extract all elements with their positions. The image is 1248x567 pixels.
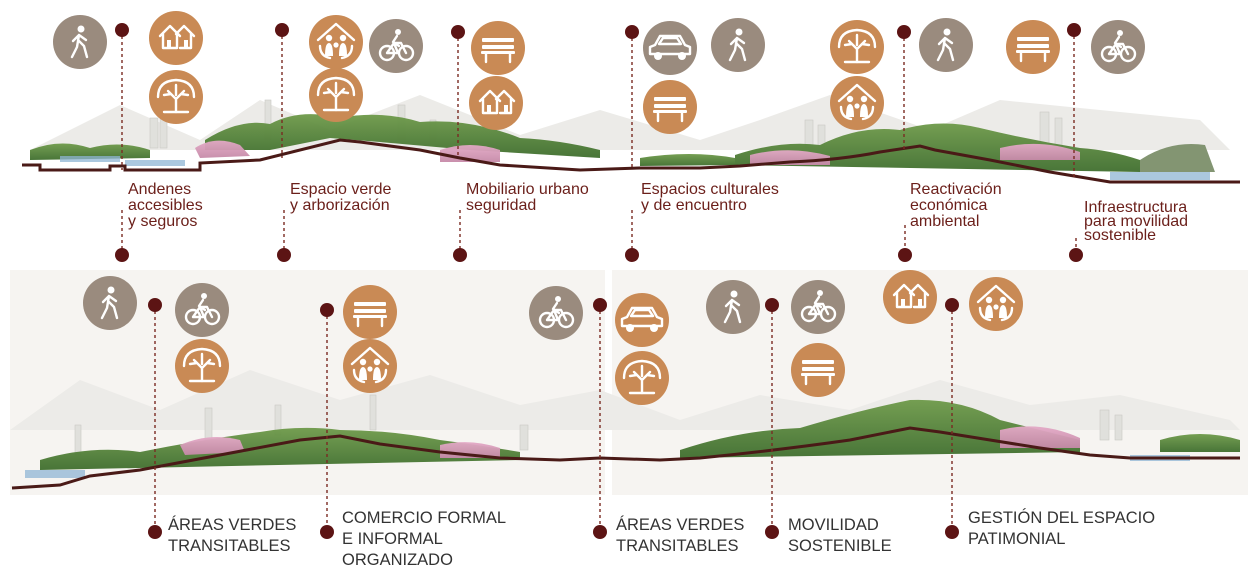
pin-marker xyxy=(275,23,289,37)
pin-marker xyxy=(897,25,911,39)
tree-icon xyxy=(149,70,203,124)
cyclist-icon xyxy=(1091,20,1145,74)
family-care-icon xyxy=(343,339,397,393)
label-gestion: GESTIÓN DEL ESPACIO PATIMONIAL xyxy=(968,508,1160,548)
car-icon xyxy=(643,21,697,75)
community-housing-icon xyxy=(469,76,523,130)
tree-icon xyxy=(309,68,363,122)
pedestrian-icon xyxy=(919,18,973,72)
label-mobiliario: Mobiliario urbano seguridad xyxy=(466,181,593,214)
tree-icon xyxy=(615,351,669,405)
pin-marker xyxy=(115,23,129,37)
tree-icon xyxy=(175,339,229,393)
pedestrian-icon xyxy=(53,15,107,69)
bench-icon xyxy=(791,343,845,397)
family-care-icon xyxy=(830,76,884,130)
cyclist-icon xyxy=(529,286,583,340)
label-areas-verdes-2: ÁREAS VERDES TRANSITABLES xyxy=(616,515,749,555)
tree-icon xyxy=(830,20,884,74)
amenity-icons xyxy=(53,11,1145,405)
label-comercio: COMERCIO FORMAL E INFORMAL ORGANIZADO xyxy=(342,509,510,567)
pedestrian-icon xyxy=(711,18,765,72)
top-upper-pins xyxy=(115,23,1081,180)
car-icon xyxy=(615,293,669,347)
bottom-labels: ÁREAS VERDES TRANSITABLES COMERCIO FORMA… xyxy=(168,508,1160,567)
community-housing-icon xyxy=(883,270,937,324)
pin-marker xyxy=(625,25,639,39)
label-andenes: Andenes accesibles y seguros xyxy=(128,181,207,230)
pedestrian-icon xyxy=(706,280,760,334)
bench-icon xyxy=(471,21,525,75)
bottom-pins xyxy=(148,298,959,539)
pedestrian-icon xyxy=(83,276,137,330)
label-areas-verdes-1: ÁREAS VERDES TRANSITABLES xyxy=(168,515,301,555)
top-section-panel xyxy=(22,95,1240,184)
label-movilidad: MOVILIDAD SOSTENIBLE xyxy=(788,516,892,555)
pin-marker xyxy=(451,25,465,39)
label-espacio-verde: Espacio verde y arborización xyxy=(290,181,396,214)
label-espacios-culturales: Espacios culturales y de encuentro xyxy=(641,181,783,214)
cyclist-icon xyxy=(791,280,845,334)
family-care-icon xyxy=(309,15,363,69)
community-housing-icon xyxy=(149,11,203,65)
bench-icon xyxy=(1006,20,1060,74)
label-reactivacion: Reactivación económica ambiental xyxy=(910,181,1006,230)
cyclist-icon xyxy=(369,19,423,73)
pin-marker xyxy=(1067,23,1081,37)
top-labels: Andenes accesibles y seguros Espacio ver… xyxy=(128,181,1193,244)
bench-icon xyxy=(643,80,697,134)
bench-icon xyxy=(343,285,397,339)
family-care-icon xyxy=(969,277,1023,331)
top-lower-pins xyxy=(115,210,1083,262)
cyclist-icon xyxy=(175,283,229,337)
label-infraestructura: Infraestructura para movilidad sostenibl… xyxy=(1084,199,1193,244)
